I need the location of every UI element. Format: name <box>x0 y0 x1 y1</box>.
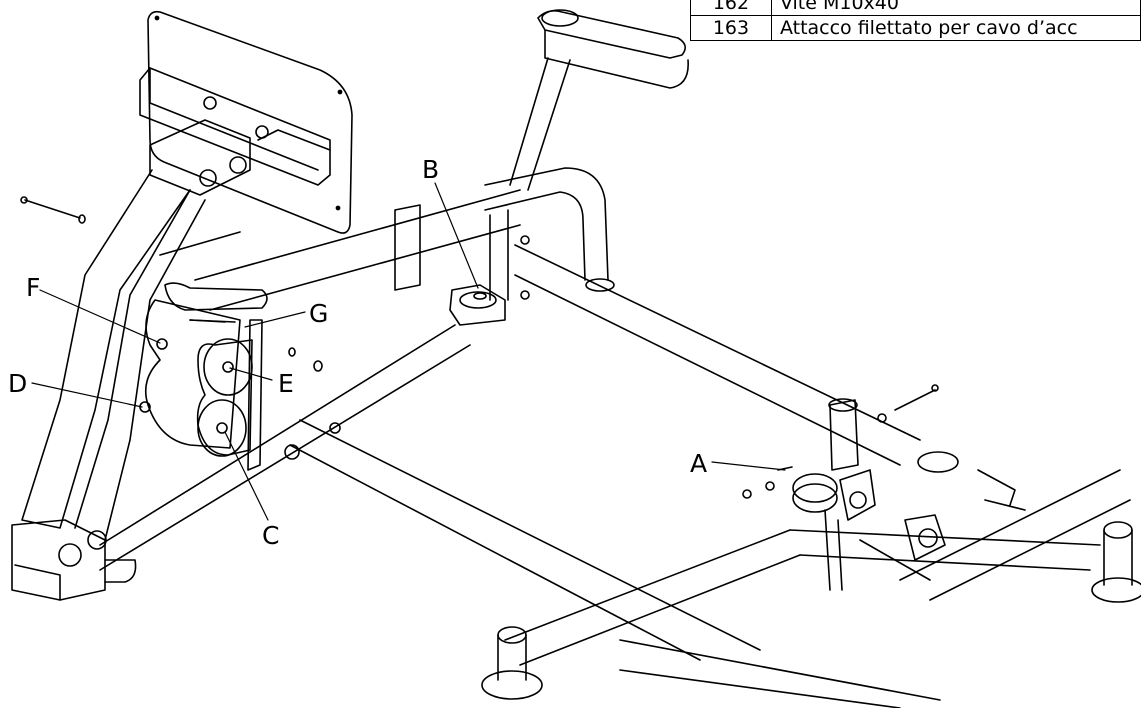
callout-c: C <box>262 521 279 550</box>
callout-d: D <box>8 369 27 398</box>
pulley-b-housing <box>394 204 506 326</box>
callout-g: G <box>309 299 328 328</box>
leader-e <box>229 367 273 381</box>
center-base-tube <box>284 419 761 661</box>
side-rail <box>99 244 921 571</box>
seat-post <box>509 9 689 191</box>
left-pulley-assembly <box>139 282 268 471</box>
part-number: 162 <box>690 0 772 16</box>
part-description: Attacco filettato per cavo d’acc <box>770 15 1141 41</box>
parts-table: 162 Vite M10x40 163 Attacco filettato pe… <box>690 0 1141 41</box>
callout-b: B <box>422 155 439 184</box>
callout-a: A <box>690 449 707 478</box>
left-upright-frame <box>11 169 206 601</box>
leader-g <box>244 311 306 328</box>
callout-leaders <box>31 182 786 521</box>
table-row: 162 Vite M10x40 <box>690 0 1141 16</box>
front-base-frame <box>481 451 1141 709</box>
backrest-bracket <box>139 67 331 196</box>
part-description: Vite M10x40 <box>770 0 1141 16</box>
callout-f: F <box>26 273 40 302</box>
leader-c <box>224 431 269 521</box>
leader-f <box>39 289 161 344</box>
leader-a <box>711 461 786 471</box>
hardware-bolts <box>20 196 939 499</box>
callout-e: E <box>278 369 294 398</box>
part-number: 163 <box>690 15 772 41</box>
leader-d <box>31 382 143 408</box>
backrest-pad <box>147 10 353 234</box>
table-row: 163 Attacco filettato per cavo d’acc <box>690 15 1141 41</box>
main-top-rail <box>159 189 521 311</box>
pulley-a-assembly <box>792 398 1026 591</box>
rear-cross-tube <box>484 167 615 301</box>
leader-b <box>434 182 479 289</box>
